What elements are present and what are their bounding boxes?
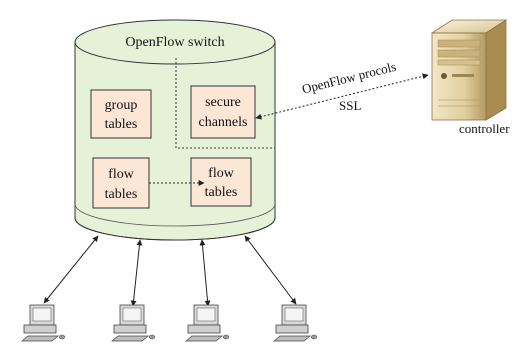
flow-tables-1-label-line1: flow (108, 167, 135, 182)
group-tables-label-line1: group (105, 98, 138, 113)
secure-channel-partition (175, 58, 275, 149)
flow-tables-1-label-line2: tables (105, 187, 138, 202)
openflow-link-arrow (255, 73, 429, 120)
ssl-label: SSL (339, 98, 361, 113)
computer-icon (111, 304, 156, 342)
host-link-4 (244, 235, 297, 305)
host-link-1 (43, 235, 99, 304)
group-tables-label-line2: tables (105, 117, 138, 132)
computer-icon (21, 304, 66, 342)
host-link-2 (130, 239, 143, 307)
flow-tables-box-2: flow tables (190, 157, 252, 207)
secure-channels-label-line1: secure (205, 95, 241, 110)
flow-tables-2-label-line1: flow (208, 166, 235, 181)
switch-title: OpenFlow switch (125, 35, 224, 50)
computer-icon (185, 304, 230, 342)
group-tables-box: group tables (90, 89, 152, 139)
controller-label: controller (459, 121, 510, 136)
openflow-protocol-label: OpenFlow procols (300, 59, 397, 97)
flow-tables-box-1: flow tables (92, 157, 150, 209)
computer-icon (273, 304, 318, 342)
flow-tables-2-label-line2: tables (205, 185, 238, 200)
host-link-3 (199, 239, 211, 307)
secure-channels-label-line2: channels (199, 115, 248, 130)
controller-server-icon (430, 19, 508, 121)
secure-channels-box: secure channels (190, 85, 256, 139)
